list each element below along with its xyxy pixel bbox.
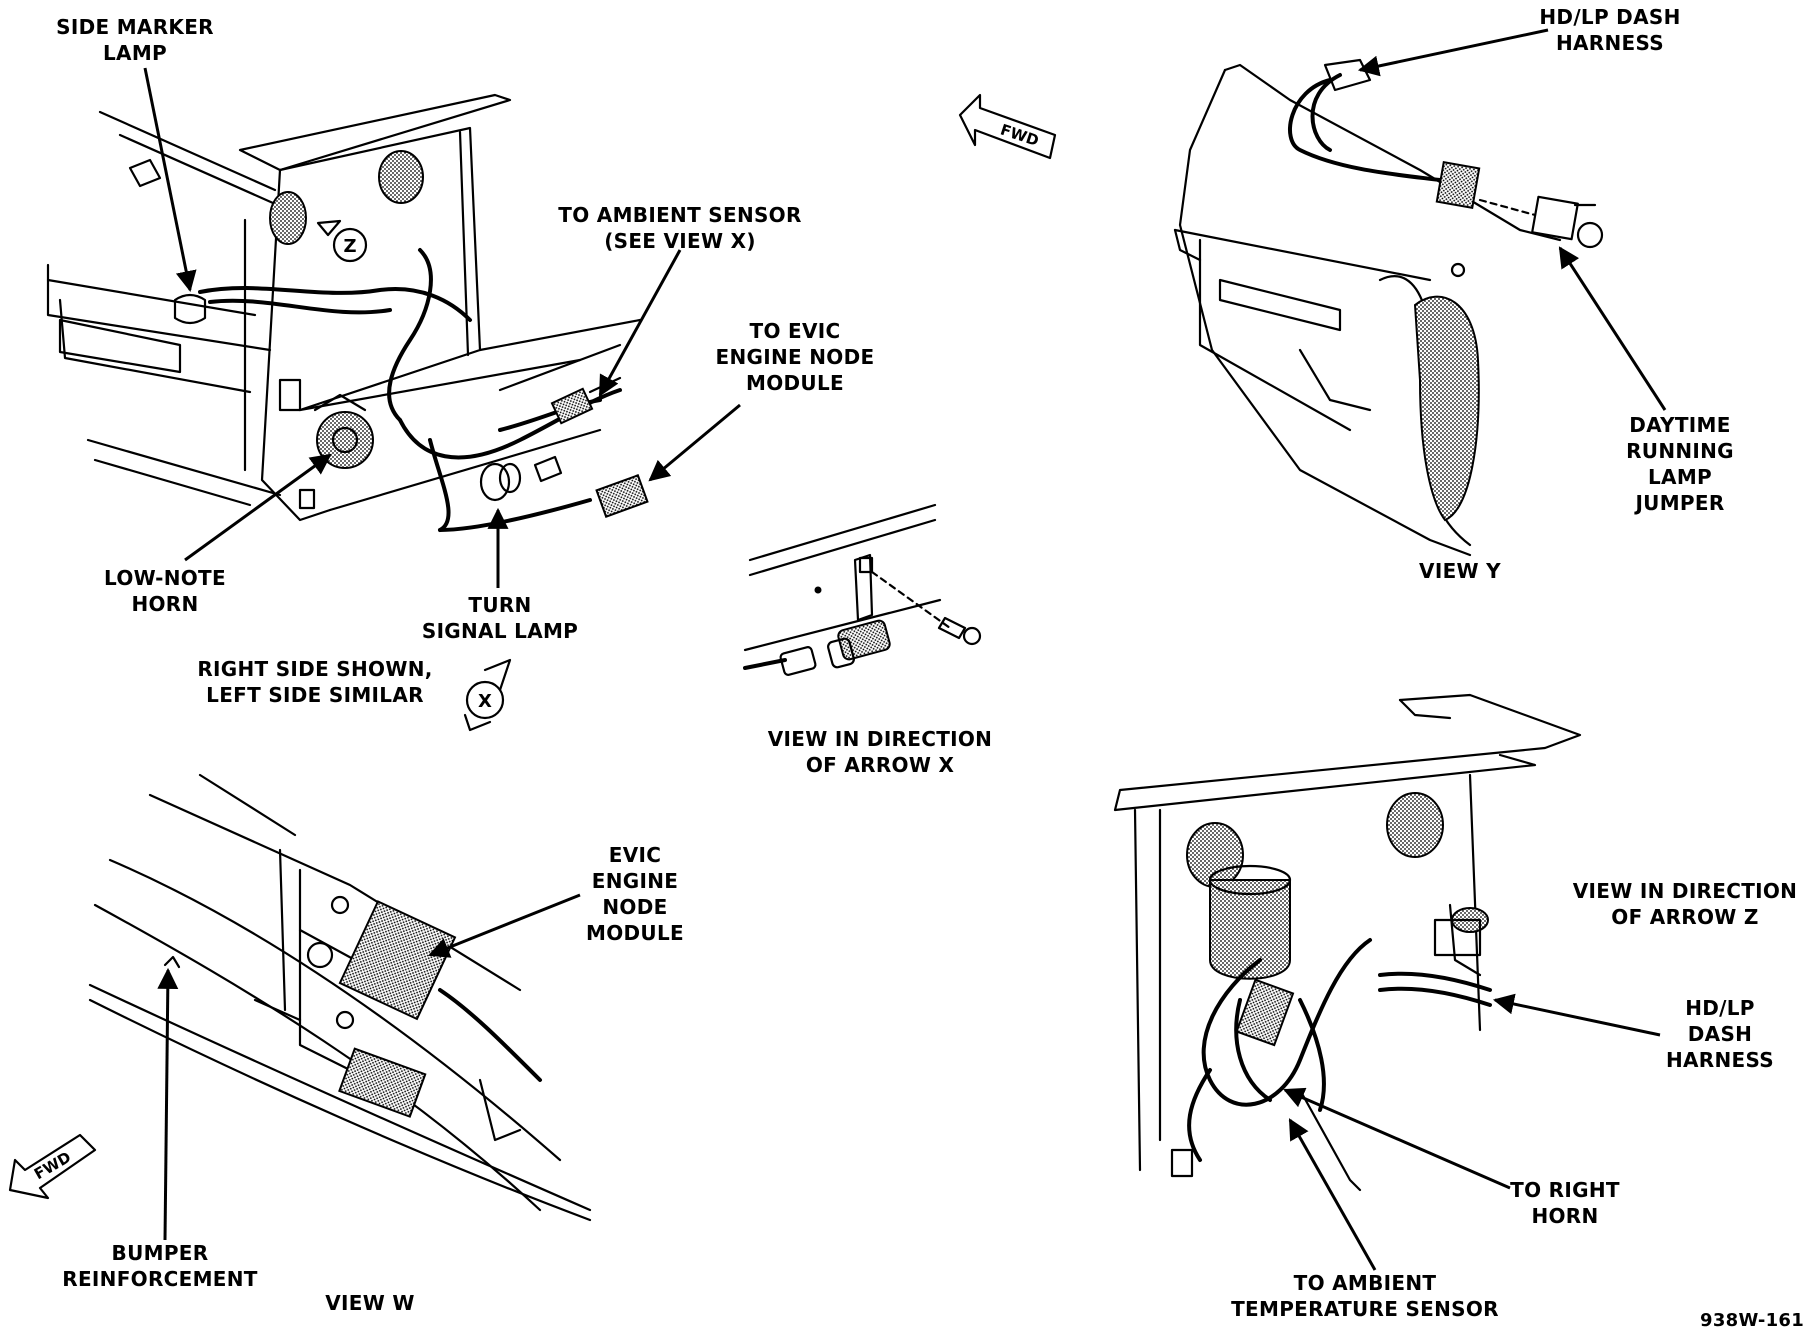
leader-lines — [143, 28, 1667, 1271]
label-to-evic-engine-node-module: TO EVIC ENGINE NODE MODULE — [715, 319, 875, 395]
label-turn-signal-lamp: TURN SIGNAL LAMP — [421, 593, 579, 643]
label-bumper-reinforcement: BUMPER REINFORCEMENT — [62, 1241, 258, 1291]
view-x-sensor — [743, 503, 982, 676]
label-to-right-horn: TO RIGHT HORN — [1510, 1178, 1620, 1228]
view-marker-x: X — [478, 691, 492, 712]
label-daytime-running-lamp-jumper: DAYTIME RUNNING LAMP JUMPER — [1626, 413, 1734, 515]
label-view-y: VIEW Y — [1419, 559, 1501, 583]
view-marker-z: Z — [343, 236, 356, 257]
view-w — [88, 773, 592, 1222]
label-hd-lp-dash-harness-top: HD/LP DASH HARNESS — [1539, 5, 1681, 55]
view-z — [1113, 693, 1582, 1192]
view-y — [1173, 58, 1604, 557]
label-to-ambient-sensor: TO AMBIENT SENSOR (SEE VIEW X) — [558, 203, 802, 253]
front-corner-main-view: Z — [46, 93, 649, 532]
view-arrow-x-marker: X — [463, 658, 512, 732]
label-to-ambient-temperature-sensor: TO AMBIENT TEMPERATURE SENSOR — [1231, 1271, 1499, 1321]
label-right-side-shown: RIGHT SIDE SHOWN, LEFT SIDE SIMILAR — [197, 657, 433, 707]
label-hd-lp-dash-harness-right: HD/LP DASH HARNESS — [1665, 996, 1775, 1072]
fwd-arrow-top: FWD — [958, 93, 1057, 160]
label-side-marker-lamp: SIDE MARKER LAMP — [56, 15, 214, 65]
fwd-arrow-bottom: FWD — [8, 1133, 97, 1200]
figure-id: 938W-161 — [1700, 1310, 1805, 1331]
label-view-arrow-z: VIEW IN DIRECTION OF ARROW Z — [1572, 879, 1798, 929]
label-view-w: VIEW W — [325, 1291, 415, 1315]
label-view-arrow-x: VIEW IN DIRECTION OF ARROW X — [767, 727, 993, 777]
label-low-note-horn: LOW-NOTE HORN — [104, 566, 226, 616]
label-evic-engine-node-module: EVIC ENGINE NODE MODULE — [586, 843, 684, 945]
